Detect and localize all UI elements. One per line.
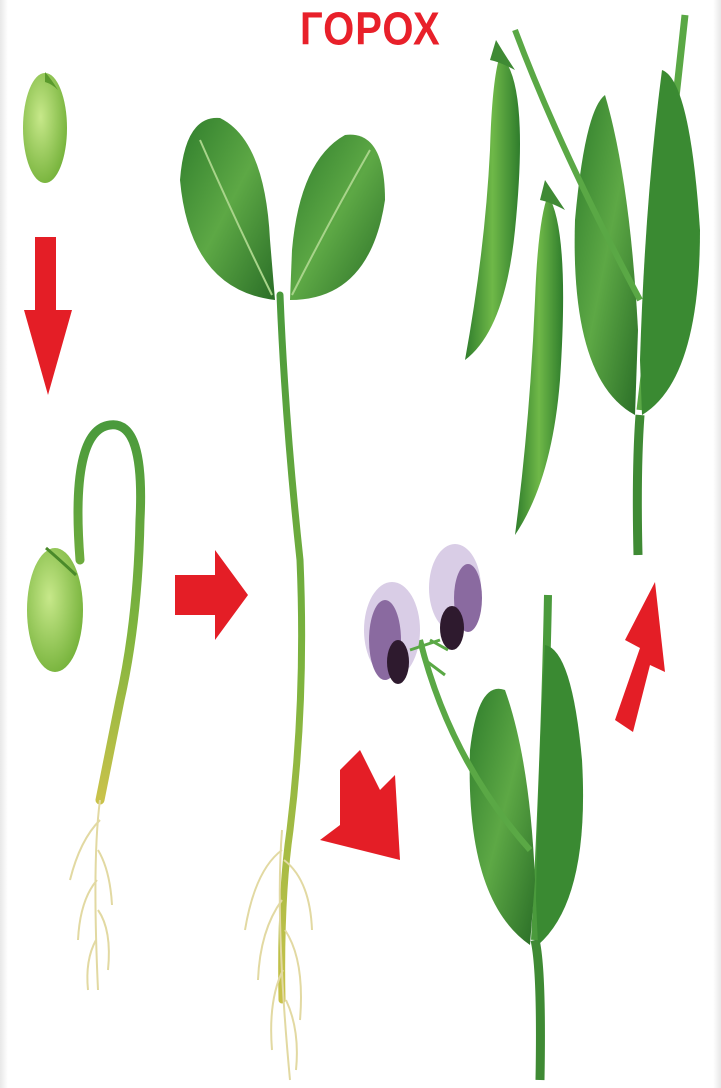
germinating-seed-icon — [27, 425, 141, 990]
pea-flower-icon-2 — [429, 544, 482, 650]
arrow-down-icon — [24, 237, 72, 395]
arrow-right-icon — [175, 550, 248, 640]
pea-pod-icon-2 — [515, 180, 565, 535]
pea-flower-icon — [364, 582, 420, 684]
arrow-down-right-icon — [320, 750, 400, 860]
page-title: ГОРОХ — [300, 4, 430, 56]
arrow-up-icon — [615, 582, 665, 732]
seedling-left-leaf — [180, 118, 275, 300]
pod-plant — [465, 15, 700, 555]
pea-pod-icon — [465, 40, 520, 360]
seedling-right-leaf — [290, 135, 385, 300]
germination-roots — [70, 800, 112, 990]
pea-seed-icon — [23, 72, 67, 183]
